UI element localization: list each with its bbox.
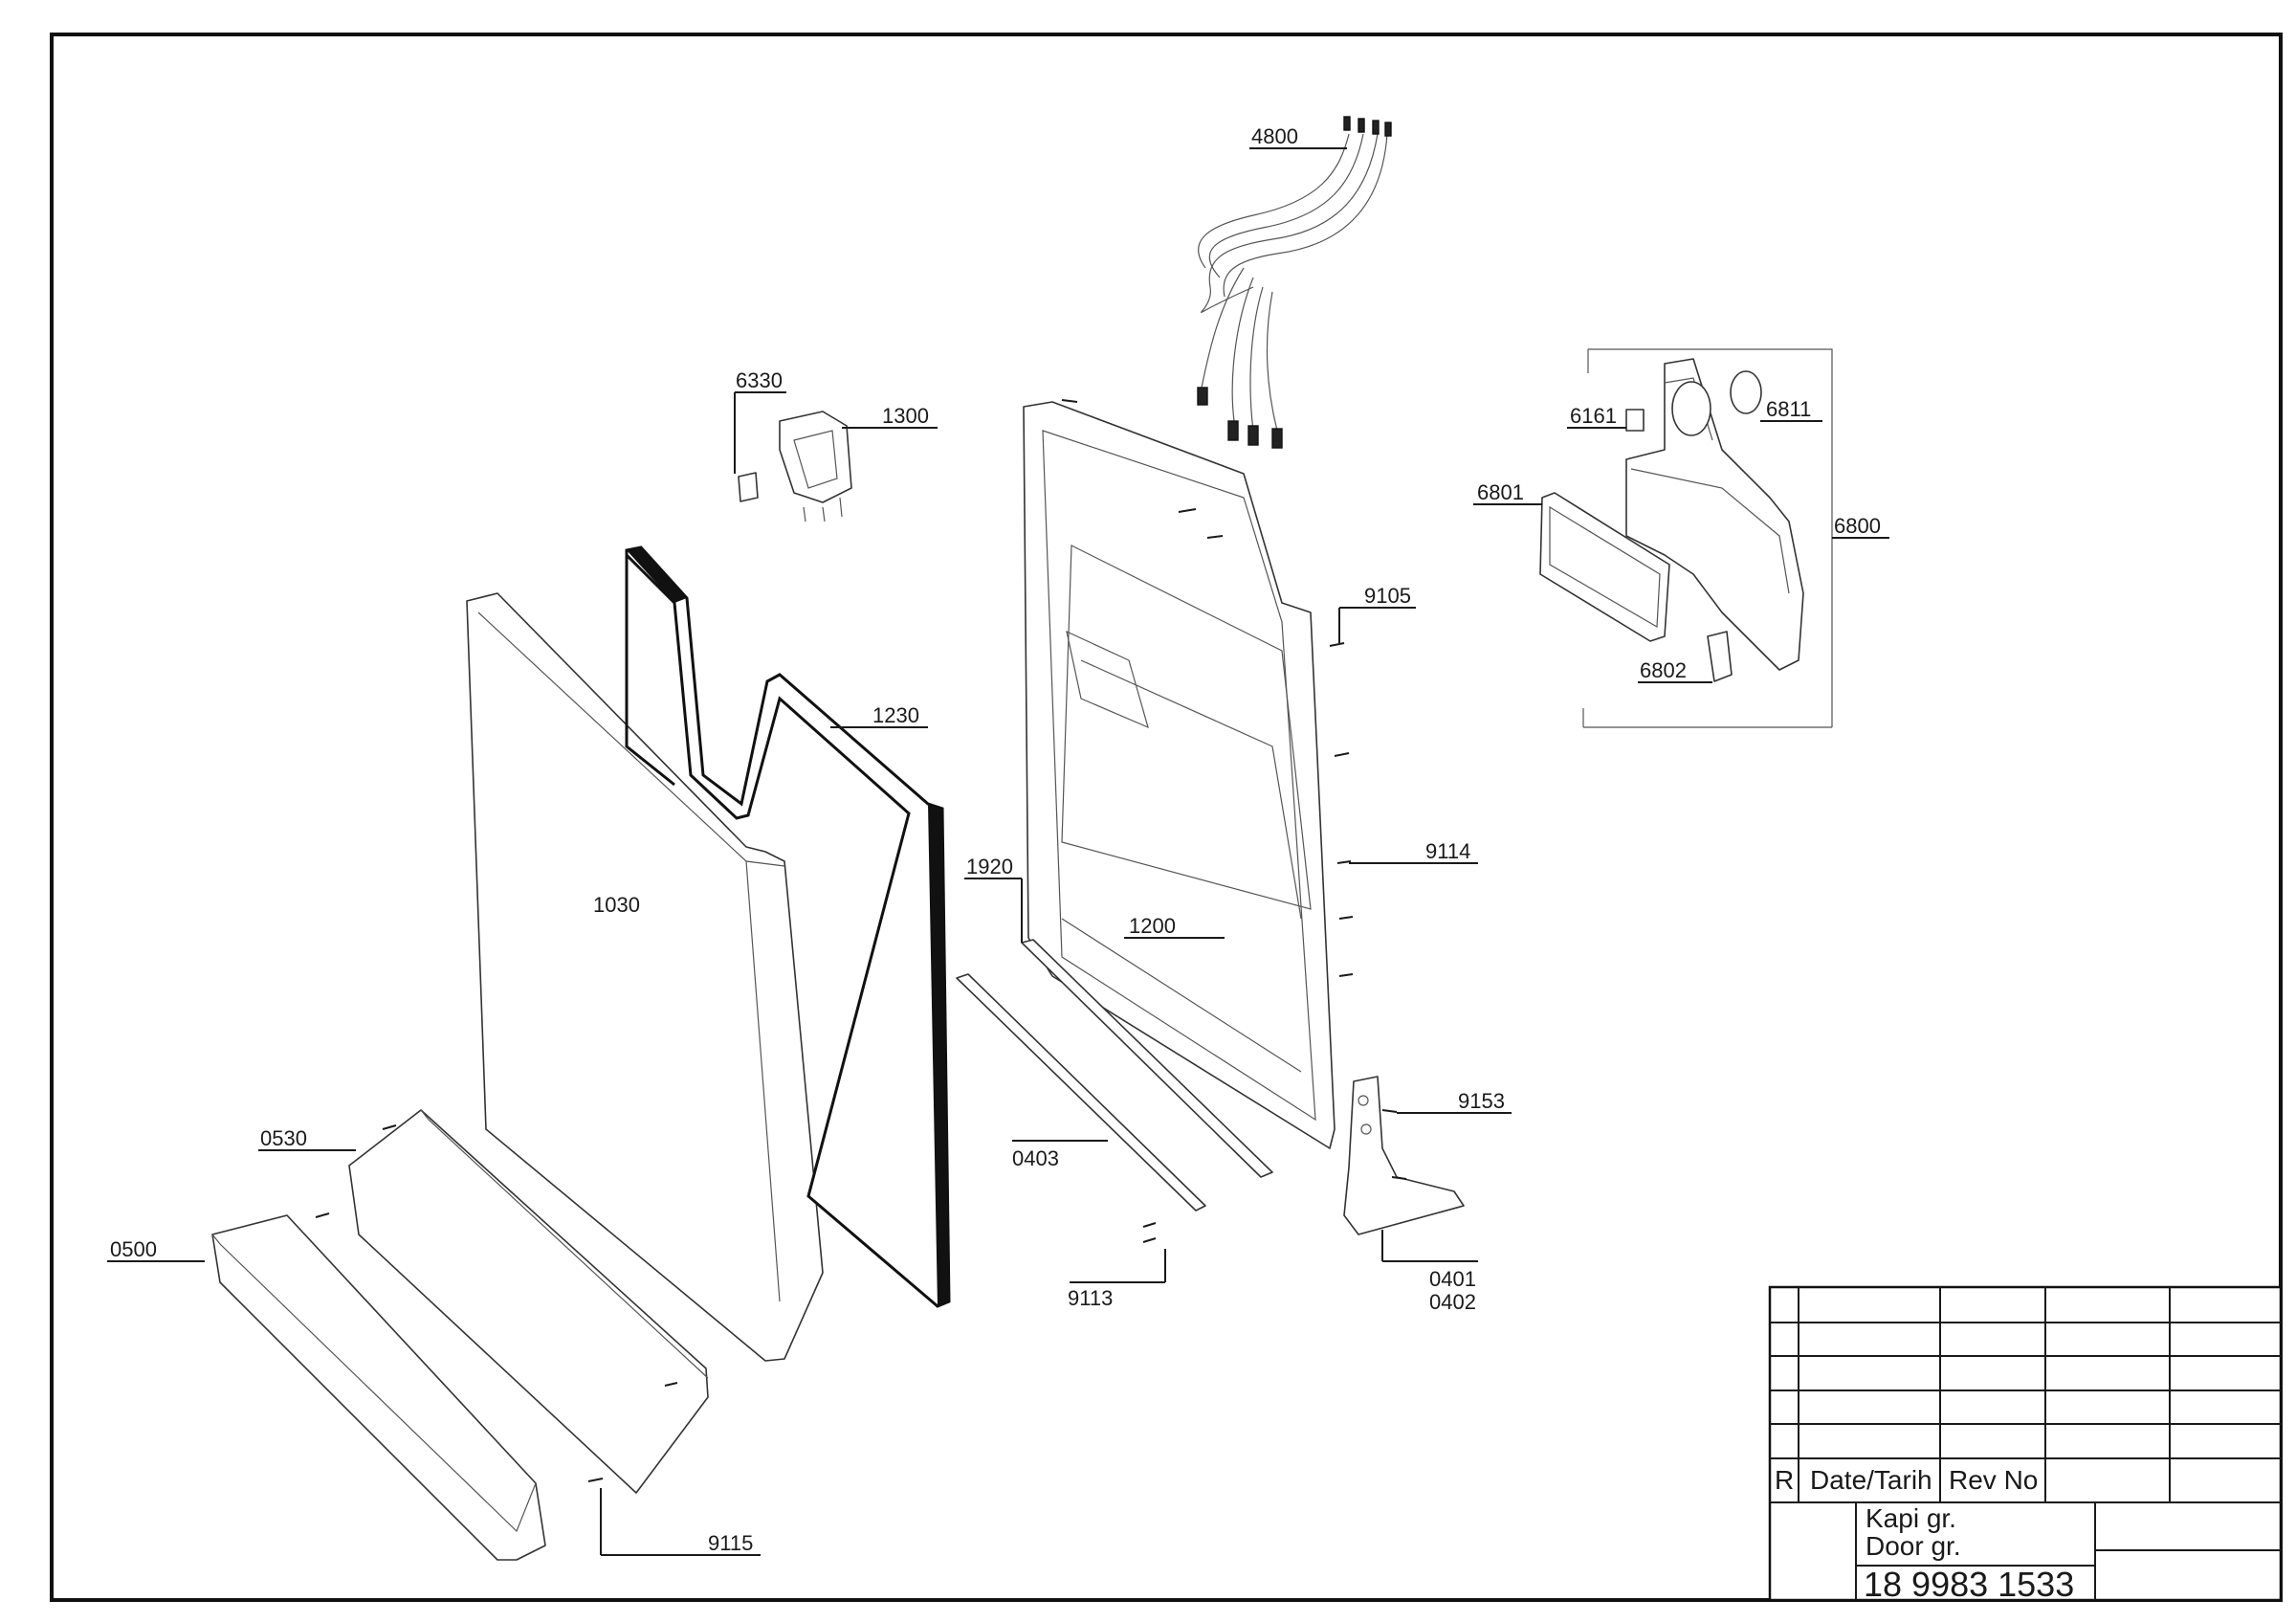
label-0403: 0403 (1012, 1146, 1059, 1170)
plinth-bracket-0530-shape (348, 1109, 709, 1494)
label-1920: 1920 (966, 855, 1013, 878)
inner-door-1200-shape (1023, 401, 1336, 1149)
label-6811: 6811 (1766, 397, 1811, 421)
rev-header: Rev No (1949, 1465, 2038, 1495)
strip-1920-shape (956, 939, 1273, 1212)
plinth-0500-shape (211, 1214, 546, 1561)
label-0401: 0401 (1429, 1267, 1476, 1291)
label-1200: 1200 (1129, 914, 1176, 938)
part-labels: 4800 6330 1300 6161 6811 6801 6800 6802 … (110, 124, 1881, 1555)
label-4800: 4800 (1251, 124, 1298, 148)
label-6330: 6330 (736, 368, 783, 392)
label-9115: 9115 (708, 1531, 753, 1555)
leader-lines (107, 147, 1889, 1556)
outer-door-panel-shape (466, 592, 824, 1362)
label-6802: 6802 (1640, 658, 1687, 682)
label-0530: 0530 (260, 1126, 307, 1150)
label-9113: 9113 (1068, 1286, 1113, 1310)
insulation-1230-shape (625, 545, 951, 1308)
label-9105: 9105 (1364, 584, 1411, 608)
label-1230: 1230 (872, 703, 919, 727)
title-tr: Kapi gr. (1866, 1503, 1956, 1533)
title-block: R Date/Tarih Rev No Kapi gr. Door gr. 18… (1768, 1285, 2283, 1604)
label-9114: 9114 (1425, 839, 1470, 863)
drawing-frame (50, 33, 2283, 1602)
label-0402: 0402 (1429, 1290, 1476, 1314)
label-9153: 9153 (1458, 1089, 1505, 1113)
screws-shape (315, 399, 1407, 1482)
label-1300: 1300 (882, 404, 929, 428)
rev-letter: R (1775, 1465, 1794, 1495)
date-header: Date/Tarih (1810, 1465, 1932, 1495)
bracket-1300-shape (738, 411, 852, 522)
label-6161: 6161 (1570, 404, 1617, 428)
title-en: Door gr. (1866, 1531, 1961, 1561)
hinge-0401-shape (1343, 1076, 1465, 1235)
wire-harness-shape (1197, 116, 1392, 449)
label-6800: 6800 (1834, 514, 1881, 538)
label-1030: 1030 (593, 893, 640, 917)
dispenser-6800-shape (1539, 348, 1833, 728)
label-0500: 0500 (110, 1237, 157, 1261)
label-6801: 6801 (1477, 480, 1524, 504)
part-number: 18 9983 1533 (1864, 1565, 2074, 1604)
